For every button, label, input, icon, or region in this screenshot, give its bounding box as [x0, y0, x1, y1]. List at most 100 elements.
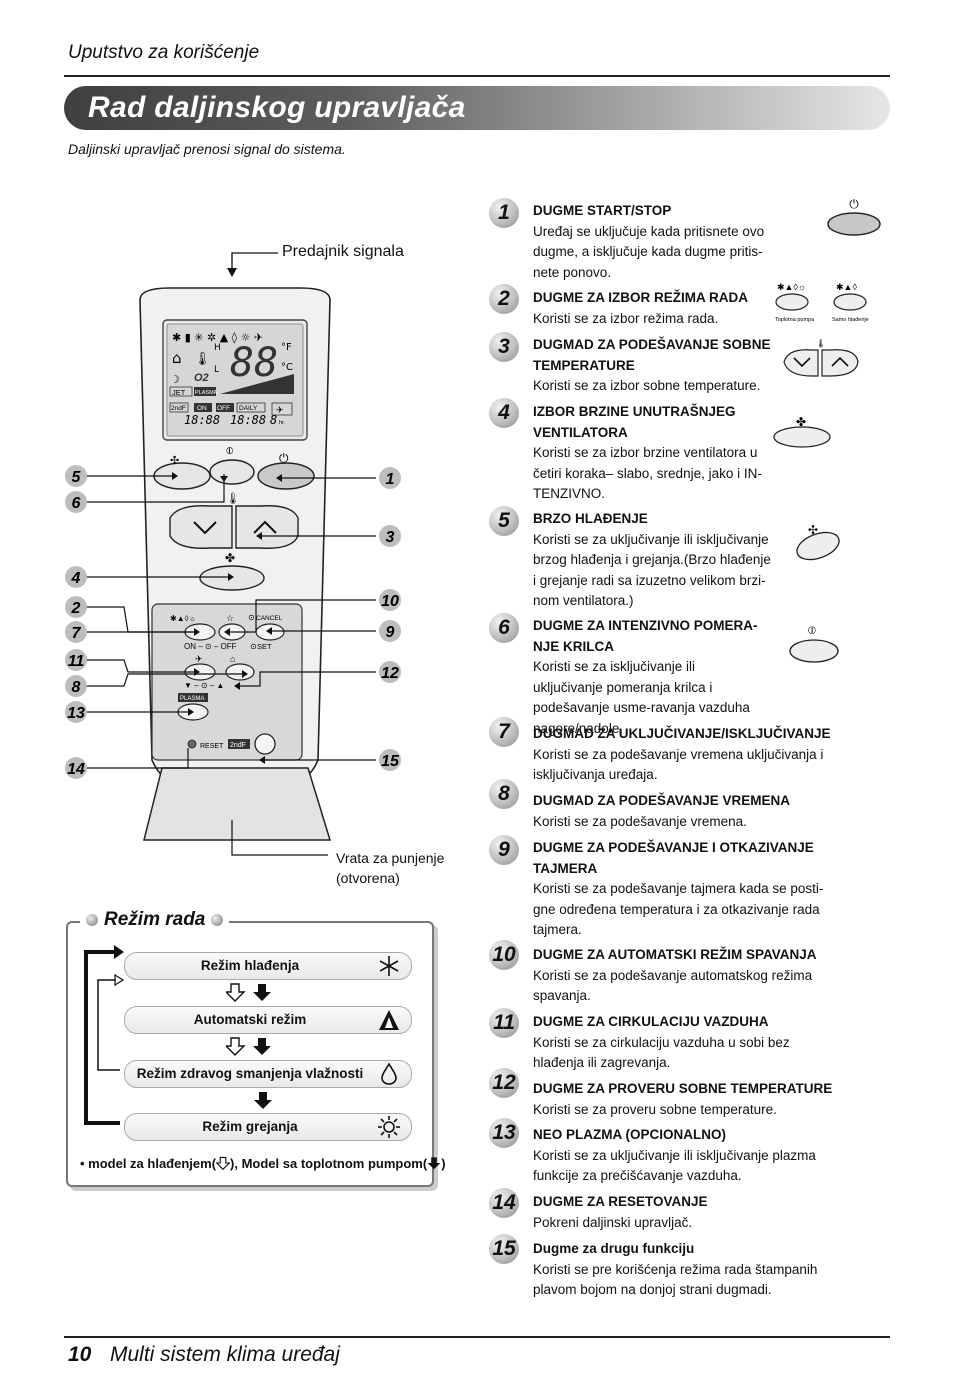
number-badge-12: 12 [489, 1068, 519, 1098]
desc-heading: DUGME ZA IZBOR REŽIMA RADA [533, 290, 748, 305]
desc-body: Koristi se za podešavanje vremena uključ… [533, 746, 824, 783]
desc-heading: BRZO HLAĐENJE [533, 511, 648, 526]
battery-door-label: Vrata za punjenje (otvorena) [336, 848, 444, 888]
svg-text:⊙: ⊙ [250, 642, 257, 651]
lcd-off: OFF [217, 405, 230, 412]
callout-13: 13 [67, 705, 85, 722]
svg-text:⌂: ⌂ [230, 654, 235, 664]
desc-heading: IZBOR BRZINE UNUTRAŠNJEG VENTILATORA [533, 404, 736, 440]
panel-cancel: CANCEL [256, 615, 283, 622]
callout-4: 4 [71, 570, 81, 587]
jet-icon: ✣ [808, 523, 818, 537]
swing-button-icon [789, 639, 839, 663]
mode-caption-heatpump: Toplotna pumpa [775, 317, 815, 323]
mode-button-icon [775, 293, 809, 311]
lcd-l: L [214, 365, 219, 375]
callout-12: 12 [381, 665, 399, 682]
desc-body: Koristi se za podešavanje vremena. [533, 813, 747, 829]
number-badge-4: 4 [489, 398, 519, 428]
hollow-arrow-icon [215, 1156, 231, 1171]
desc-room-temperature: DUGMAD ZA PODEŠAVANJE SOBNE TEMPERATURE … [533, 335, 783, 397]
lcd-on-time: 18:88 [184, 413, 220, 427]
footer-divider [64, 1336, 890, 1338]
panel-on-off: ON – ⊙ – OFF [184, 642, 237, 651]
temp-down-button-icon [783, 349, 819, 377]
desc-body: Koristi se za izbor režima rada. [533, 310, 719, 326]
start-stop-button-icon [827, 212, 881, 236]
callout-8: 8 [72, 679, 81, 696]
number-badge-11: 11 [489, 1008, 519, 1038]
footer-title: Multi sistem klima uređaj [110, 1343, 340, 1366]
lcd-daily: DAILY [239, 405, 258, 412]
number-badge-15: 15 [489, 1234, 519, 1264]
mode-cooling-label: Režim hlađenja [200, 958, 300, 973]
svg-text:⏻: ⏻ [279, 451, 289, 465]
desc-on-off-timer: DUGMAD ZA UKLJUČIVANJE/ISKLJUČIVANJE Kor… [533, 724, 833, 786]
desc-heading: DUGME ZA RESETOVANJE [533, 1194, 708, 1209]
callout-6: 6 [72, 495, 81, 512]
mode-auto-label: Automatski režim [193, 1012, 307, 1027]
svg-text:🌡: 🌡 [226, 492, 240, 505]
solid-arrow-icon [427, 1157, 441, 1170]
desc-body: Koristi se za isključivanje ili uključiv… [533, 659, 750, 736]
jet-button-icon [796, 531, 840, 561]
callout-7: 7 [72, 625, 82, 642]
auto-mode-icon [379, 1010, 399, 1030]
callout-2: 2 [71, 600, 81, 617]
desc-body: Koristi se za uključivanje ili isključiv… [533, 531, 771, 609]
desc-mode-select: DUGME ZA IZBOR REŽIMA RADA Koristi se za… [533, 288, 833, 329]
desc-sleep-mode: DUGME ZA AUTOMATSKI REŽIM SPAVANJA Koris… [533, 945, 833, 1007]
number-badge-3: 3 [489, 332, 519, 362]
svg-text:✱▲◊☼: ✱▲◊☼ [170, 614, 196, 623]
mode-button-icon [833, 293, 867, 311]
fan-button-icon [773, 426, 831, 448]
mode-note: • model za hlađenjem(), Model sa toplotn… [80, 1156, 446, 1171]
number-badge-14: 14 [489, 1188, 519, 1218]
callout-10: 10 [381, 593, 399, 610]
mode-cooling: Režim hlađenja [124, 952, 412, 980]
swing-icon: ⦶ [807, 625, 816, 637]
svg-text:✈: ✈ [195, 654, 203, 664]
desc-body: Koristi se za podešavanje tajmera kada s… [533, 881, 824, 937]
desc-body: Pokreni daljinski upravljač. [533, 1214, 693, 1230]
svg-text:8: 8 [270, 413, 277, 427]
panel-plasma: PLASMA [180, 696, 204, 702]
page-number: 10 [68, 1343, 92, 1366]
callout-5: 5 [72, 469, 82, 486]
svg-text:✣: ✣ [170, 455, 179, 467]
lcd-h: H [214, 343, 221, 353]
lcd-on: ON [197, 405, 207, 412]
mode-heating-label: Režim grejanja [202, 1119, 298, 1134]
desc-heading: DUGME ZA CIRKULACIJU VAZDUHA [533, 1014, 769, 1029]
desc-heading: NEO PLAZMA (OPCIONALNO) [533, 1127, 726, 1142]
desc-body: Koristi se za podešavanje automatskog re… [533, 967, 813, 1004]
desc-body: Koristi se za proveru sobne temperature. [533, 1101, 777, 1117]
svg-text:⌂: ⌂ [172, 349, 182, 367]
number-badge-1: 1 [489, 198, 519, 228]
svg-text:⊙: ⊙ [248, 613, 255, 622]
snowflake-icon [379, 956, 399, 976]
panel-set: SET [257, 642, 272, 651]
svg-text:✈: ✈ [276, 405, 284, 415]
number-badge-2: 2 [489, 284, 519, 314]
desc-neo-plasma: NEO PLAZMA (OPCIONALNO) Koristi se za uk… [533, 1125, 823, 1187]
svg-text:✱ ▮ ✳ ✲ ▲ ◊ ☼ ✈: ✱ ▮ ✳ ✲ ▲ ◊ ☼ ✈ [172, 331, 263, 344]
desc-body: Uređaj se uključuje kada pritisnete ovo … [533, 223, 765, 280]
callout-9: 9 [386, 624, 395, 641]
fan-icon: ✤ [796, 415, 806, 429]
temp-up-button-icon [821, 349, 859, 377]
remote-control-illustration: ✱ ▮ ✳ ✲ ▲ ◊ ☼ ✈ ⌂ 🌡 H L 88 °F °C O2 ☽ JE… [65, 252, 401, 856]
desc-heading: DUGME START/STOP [533, 203, 672, 218]
down-arrow [254, 1092, 272, 1109]
desc-heading: DUGME ZA AUTOMATSKI REŽIM SPAVANJA [533, 947, 817, 962]
bullet-dot [211, 914, 224, 926]
door-label-line2: (otvorena) [336, 870, 400, 886]
svg-text:✤: ✤ [225, 551, 235, 565]
mode-auto: Automatski režim [124, 1006, 412, 1034]
number-badge-6: 6 [489, 613, 519, 643]
mode-note-prefix: • model za hlađenjem( [80, 1156, 217, 1171]
desc-time-setting: DUGMAD ZA PODEŠAVANJE VREMENA Koristi se… [533, 791, 833, 832]
number-badge-13: 13 [489, 1118, 519, 1148]
callout-3: 3 [386, 529, 395, 546]
down-arrows [226, 1037, 271, 1056]
